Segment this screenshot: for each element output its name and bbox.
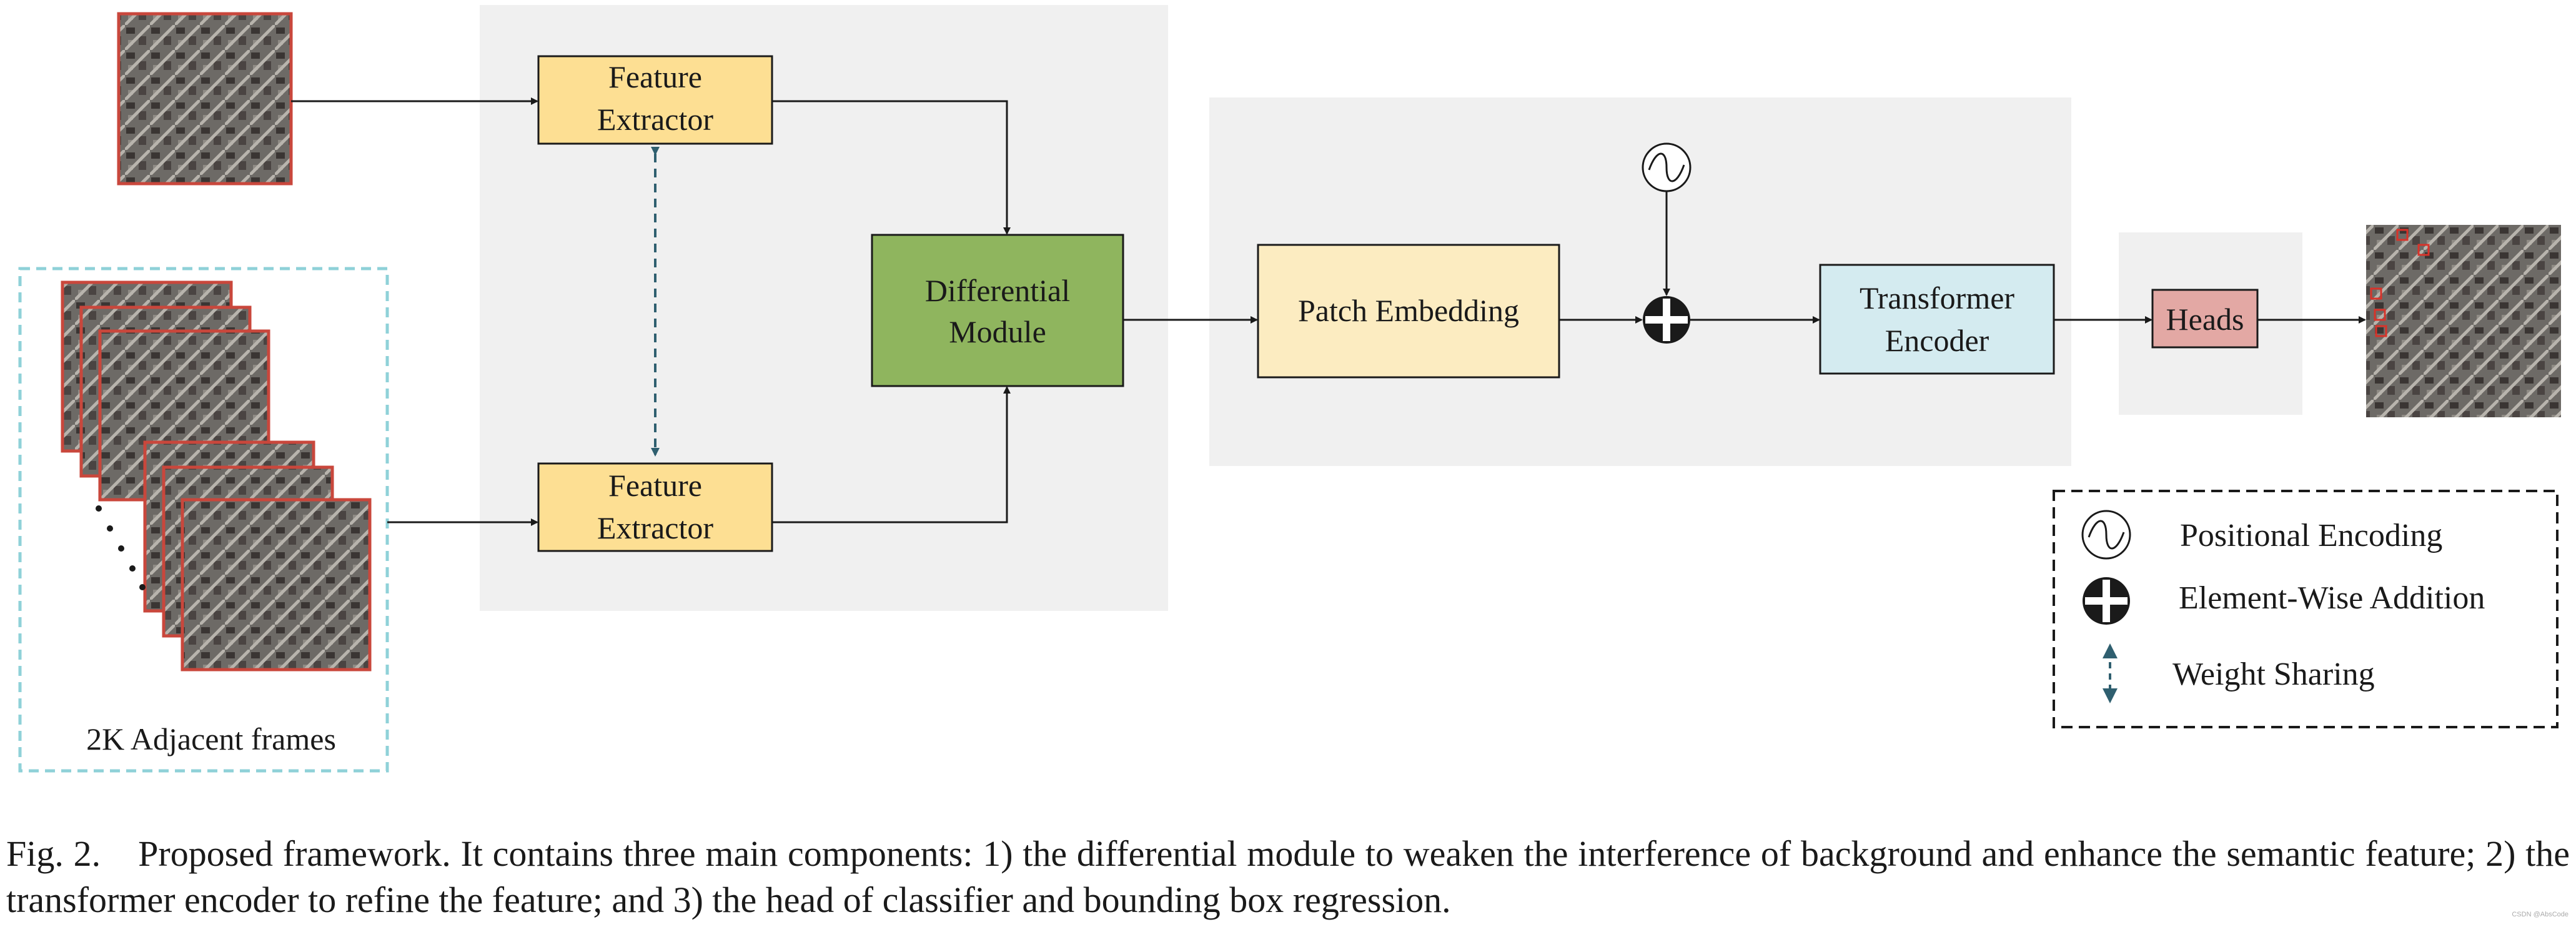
transformer-encoder: Transformer Encoder [1819,264,2055,375]
legend-positional-encoding-icon [2081,510,2131,560]
legend-weight-sharing-icon [2103,643,2118,703]
positional-encoding-icon [1642,142,1692,192]
adjacent-frames-stack [61,280,372,672]
input-frame-top [117,12,293,186]
feature-extractor-top: Feature Extractor [537,55,773,145]
ellipsis-dots [96,505,146,590]
heads: Heads [2151,289,2259,349]
feature-extractor-bottom: Feature Extractor [537,462,773,552]
feature-extractor-top-line1: Feature [608,59,702,94]
legend: Positional Encoding Element-Wise Additio… [2053,490,2559,728]
feature-extractor-top-line2: Extractor [597,102,713,137]
legend-weight-sharing: Weight Sharing [2172,657,2375,692]
connectors [291,97,2366,526]
figure-caption: Fig. 2.Proposed framework. It contains t… [6,831,2570,923]
differential-module-line2: Module [949,314,1046,349]
adjacent-frames-box [18,267,389,773]
feature-extractor-bottom-line1: Feature [608,468,702,503]
element-wise-addition-icon [1643,296,1690,344]
legend-element-wise-addition-icon [2083,577,2130,625]
caption-text: Proposed framework. It contains three ma… [6,833,2570,920]
legend-element-wise-addition: Element-Wise Addition [2179,580,2485,616]
patch-embedding-label: Patch Embedding [1298,293,1519,328]
differential-module: Differential Module [871,234,1124,387]
patch-embedding: Patch Embedding [1257,244,1560,379]
figure-label: Fig. 2. [6,833,101,874]
output-frame [2366,225,2561,417]
transformer-encoder-line2: Encoder [1885,323,1989,358]
legend-positional-encoding: Positional Encoding [2180,518,2442,553]
feature-extractor-bottom-line2: Extractor [597,510,713,545]
differential-module-line1: Differential [925,273,1070,308]
transformer-encoder-line1: Transformer [1860,280,2014,315]
watermark: CSDN @AbsCode [2512,911,2569,918]
heads-label: Heads [2166,302,2244,337]
frames-label: 2K Adjacent frames [86,721,336,756]
